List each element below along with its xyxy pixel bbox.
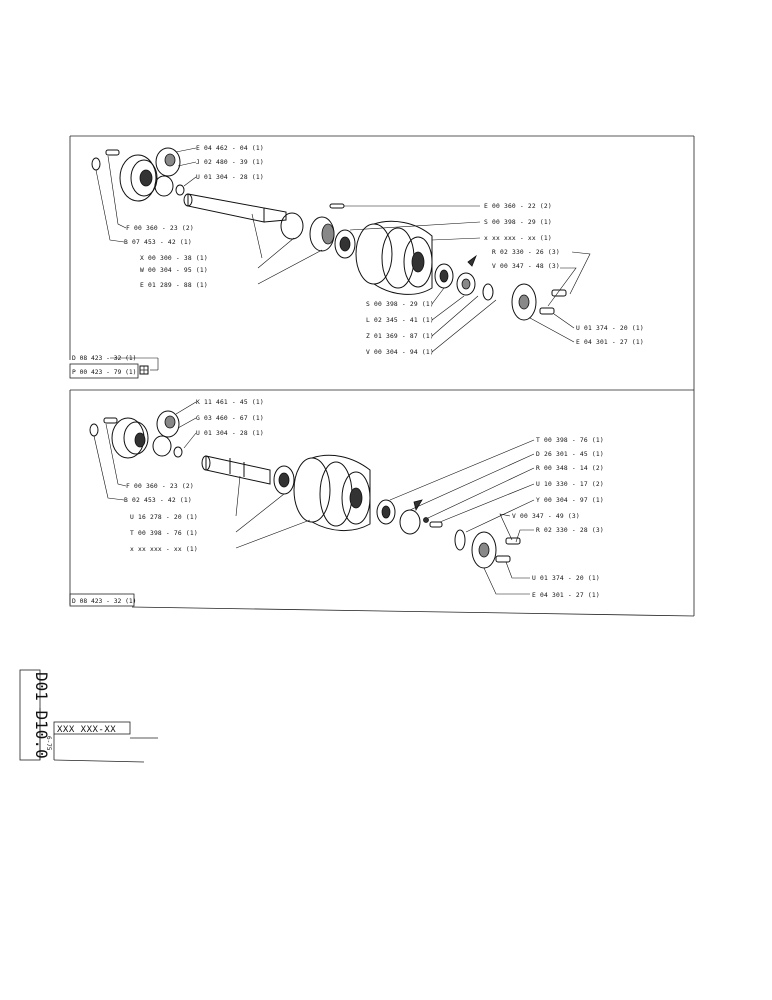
footer-block: D01 D10.0 XXX XXX-XX 6-75 [19,669,158,763]
lower-label-1: G 03 460 - 67 (1) [196,415,264,422]
upper-label-0: E 04 462 - 04 (1) [196,145,264,152]
upper-label-17: U 01 374 - 20 (1) [576,325,644,332]
lower-label-15: U 01 374 - 20 (1) [532,575,600,582]
lower-label-8: T 00 398 - 76 (1) [536,437,604,444]
lower-ref-1: D 08 423 - 32 (1) [72,598,136,605]
lower-label-9: D 26 301 - 45 (1) [536,451,604,458]
upper-ref-1: D 08 423 - 32 (1) [72,355,136,362]
upper-leaders [95,147,591,353]
small-code: 6-75 [45,736,52,751]
lower-assembly [69,410,521,607]
lower-label-13: V 00 347 - 49 (3) [512,513,580,520]
upper-labels: E 04 462 - 04 (1) J 02 480 - 39 (1) U 01… [72,145,644,376]
lower-label-12: Y 00 304 - 97 (1) [536,497,604,504]
upper-assembly [69,147,567,379]
lower-label-5: U 16 278 - 20 (1) [130,514,198,521]
upper-label-6: W 00 304 - 95 (1) [140,267,208,274]
upper-label-11: R 02 330 - 26 (3) [492,249,560,256]
lower-label-3: F 00 360 - 23 (2) [126,483,194,490]
vertical-code: D01 D10.0 [32,672,51,759]
lower-label-2: U 01 304 - 28 (1) [196,430,264,437]
upper-label-10: x xx xxx - xx (1) [484,235,552,242]
lower-label-10: R 00 348 - 14 (2) [536,465,604,472]
lower-label-11: U 10 330 - 17 (2) [536,481,604,488]
upper-label-16: V 00 304 - 94 (1) [366,349,434,356]
upper-label-12: V 00 347 - 48 (3) [492,263,560,270]
lower-labels: K 11 461 - 45 (1) G 03 460 - 67 (1) U 01… [72,399,604,605]
upper-label-7: E 01 289 - 88 (1) [140,282,208,289]
upper-label-2: U 01 304 - 28 (1) [196,174,264,181]
lower-label-6: T 00 398 - 76 (1) [130,530,198,537]
upper-label-5: X 00 300 - 38 (1) [140,255,208,262]
lower-label-4: B 02 453 - 42 (1) [124,497,192,504]
lower-leaders [93,401,535,595]
page-code: XXX XXX-XX [57,725,116,735]
upper-label-9: S 00 398 - 29 (1) [484,219,552,226]
upper-label-8: E 00 360 - 22 (2) [484,203,552,210]
lower-label-7: x xx xxx - xx (1) [130,546,198,553]
upper-label-4: B 07 453 - 42 (1) [124,239,192,246]
lower-label-0: K 11 461 - 45 (1) [196,399,264,406]
upper-label-13: S 00 398 - 29 (1) [366,301,434,308]
upper-ref-2: P 00 423 - 79 (1) [72,369,136,376]
lower-label-14: R 02 330 - 28 (3) [536,527,604,534]
upper-label-1: J 02 480 - 39 (1) [196,159,264,166]
lower-label-16: E 04 301 - 27 (1) [532,592,600,599]
upper-label-15: Z 01 369 - 87 (1) [366,333,434,340]
upper-label-14: L 02 345 - 41 (1) [366,317,434,324]
upper-label-3: F 00 360 - 23 (2) [126,225,194,232]
upper-label-18: E 04 301 - 27 (1) [576,339,644,346]
diagram-frame [69,135,695,617]
